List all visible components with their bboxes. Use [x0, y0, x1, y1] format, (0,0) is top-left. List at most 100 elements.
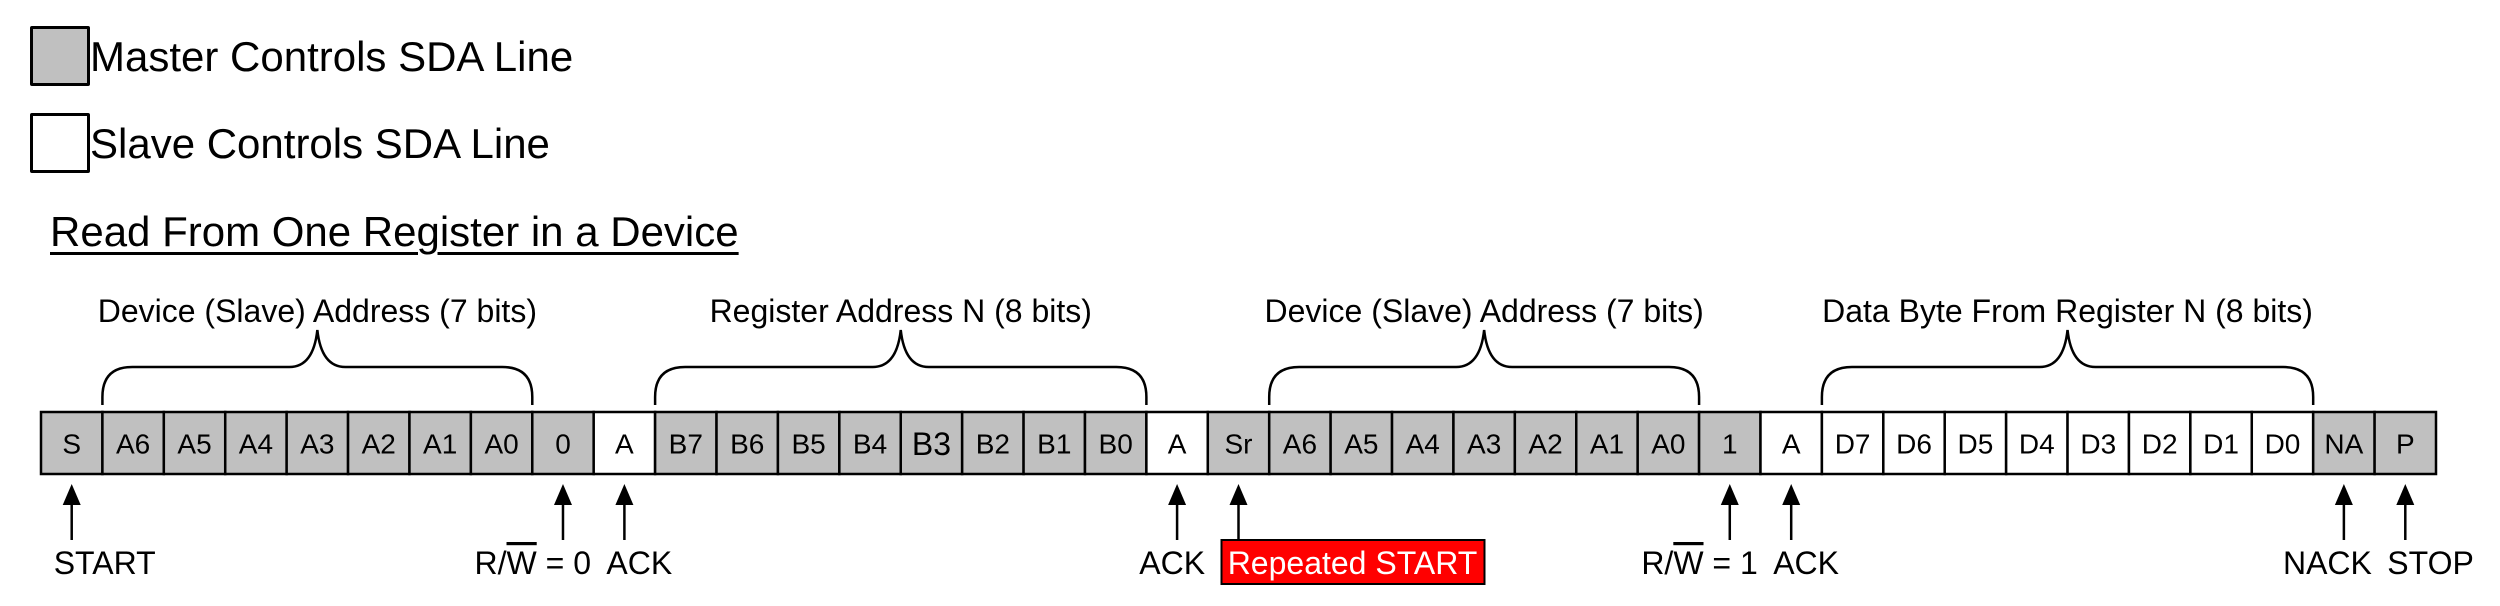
- arrow-head-icon: [1720, 484, 1739, 505]
- bit-cell-master: [531, 410, 595, 476]
- marker-label: ACK: [606, 545, 672, 581]
- marker-label-part: = 0: [537, 545, 591, 581]
- bit-cell-label: B5: [792, 429, 826, 460]
- bit-cell-label: A4: [239, 429, 273, 460]
- bit-cell-label: D2: [2142, 429, 2178, 460]
- arrow-head-icon: [62, 484, 81, 505]
- bit-cell-master: [39, 410, 104, 476]
- bit-cell-slave: [2066, 410, 2131, 476]
- bit-cell-label: P: [2396, 429, 2415, 460]
- arrow-head-icon: [2334, 484, 2353, 505]
- marker-label-part: R/: [1641, 545, 1673, 581]
- bit-cell-master: [899, 410, 964, 476]
- bit-cell-label: D6: [1896, 429, 1932, 460]
- bit-cell-label: A1: [423, 429, 457, 460]
- bit-cell-label: A: [1782, 429, 1801, 460]
- bit-cell-master: [1390, 410, 1455, 476]
- marker-label-part: = 1: [1704, 545, 1758, 581]
- marker-label: NACK: [2283, 545, 2372, 581]
- marker-label: STOP: [2387, 545, 2474, 581]
- bit-cell-master: [1513, 410, 1578, 476]
- bit-cell-label: A: [1168, 429, 1187, 460]
- brace: [653, 329, 1148, 405]
- bit-cell-label: A0: [1651, 429, 1685, 460]
- bit-cell-label: A5: [177, 429, 211, 460]
- bit-cell-label: A2: [1528, 429, 1562, 460]
- bit-cell-label: B1: [1037, 429, 1071, 460]
- highlight-box: [1220, 539, 1486, 585]
- bit-cell-label: A1: [1590, 429, 1624, 460]
- bit-cell-label: A3: [1467, 429, 1501, 460]
- bit-cell-label: A0: [484, 429, 518, 460]
- bit-cell-label: D1: [2203, 429, 2239, 460]
- bit-cell-slave: [2250, 410, 2315, 476]
- bit-cell-label: D4: [2019, 429, 2055, 460]
- bit-cell-label: NA: [2324, 429, 2363, 460]
- legend-swatch-master: [30, 26, 90, 86]
- bit-cell-master: [960, 410, 1025, 476]
- bit-cell-master: [408, 410, 473, 476]
- bit-cell-label: A4: [1406, 429, 1440, 460]
- brace-label: Device (Slave) Address (7 bits): [1265, 293, 1704, 329]
- marker-label: R/W = 1: [1641, 545, 1757, 581]
- bit-cell-master: [285, 410, 350, 476]
- marker-label: ACK: [1139, 545, 1205, 581]
- legend-label-slave: Slave Controls SDA Line: [90, 120, 550, 167]
- bit-cell-master: [1452, 410, 1517, 476]
- bit-cell-label: A3: [300, 429, 334, 460]
- bit-cell-slave: [1820, 410, 1885, 476]
- bit-cell-label: A6: [116, 429, 150, 460]
- bit-cell-master: [1697, 410, 1762, 476]
- bit-cell-label: A: [615, 429, 634, 460]
- bit-cell-master: [653, 410, 718, 476]
- brace-label: Register Address N (8 bits): [710, 293, 1092, 329]
- brace: [1267, 329, 1701, 405]
- arrow-head-icon: [1168, 484, 1187, 505]
- arrow-head-icon: [1782, 484, 1801, 505]
- bit-cell-label: D3: [2080, 429, 2116, 460]
- bit-cell-label: D5: [1958, 429, 1994, 460]
- bit-cell-label: A5: [1344, 429, 1378, 460]
- marker-label: ACK: [1773, 545, 1839, 581]
- legend-label-master: Master Controls SDA Line: [90, 33, 574, 80]
- bit-cell-slave: [1882, 410, 1946, 476]
- bit-cell-master: [101, 410, 166, 476]
- arrow-head-icon: [2396, 484, 2415, 505]
- bit-cell-master: [2311, 410, 2376, 476]
- brace-label: Device (Slave) Address (7 bits): [98, 293, 537, 329]
- marker-label: START: [54, 545, 156, 581]
- marker-label: Repeated START: [1228, 545, 1478, 581]
- bit-cell-label: 1: [1722, 429, 1738, 460]
- bit-cell-master: [838, 410, 902, 476]
- bit-cell-label: S: [62, 429, 81, 460]
- bit-cell-master: [2373, 410, 2438, 476]
- marker-label-part: W: [1673, 545, 1704, 581]
- brace-label: Data Byte From Register N (8 bits): [1822, 293, 2313, 329]
- bit-cell-master: [1267, 410, 1332, 476]
- bit-cell-label: A6: [1283, 429, 1317, 460]
- bit-cell-label: B4: [853, 429, 887, 460]
- marker-label-part: W: [507, 545, 538, 581]
- bit-cell-label: B0: [1099, 429, 1133, 460]
- bit-cell-label: B2: [976, 429, 1010, 460]
- bit-cell-label: D0: [2265, 429, 2301, 460]
- arrow-head-icon: [615, 484, 634, 505]
- marker-label: R/W = 0: [475, 545, 591, 581]
- arrow-head-icon: [1229, 484, 1248, 505]
- bit-cell-master: [223, 410, 288, 476]
- bit-cell-master: [1206, 410, 1271, 476]
- bit-cell-master: [162, 410, 227, 476]
- bit-cell-master: [469, 410, 534, 476]
- bit-cell-label: D7: [1835, 429, 1871, 460]
- brace: [101, 329, 534, 405]
- arrow-head-icon: [553, 484, 572, 505]
- legend-swatch-slave: [30, 113, 90, 173]
- bit-cell-label: B7: [669, 429, 703, 460]
- bit-cell-label: B6: [730, 429, 764, 460]
- bit-cell-label: A2: [362, 429, 396, 460]
- bit-cell-label: B3: [912, 426, 951, 462]
- bit-cell-slave: [1943, 410, 2008, 476]
- marker-label-part: R/: [475, 545, 507, 581]
- diagram-title: Read From One Register in a Device: [50, 208, 739, 255]
